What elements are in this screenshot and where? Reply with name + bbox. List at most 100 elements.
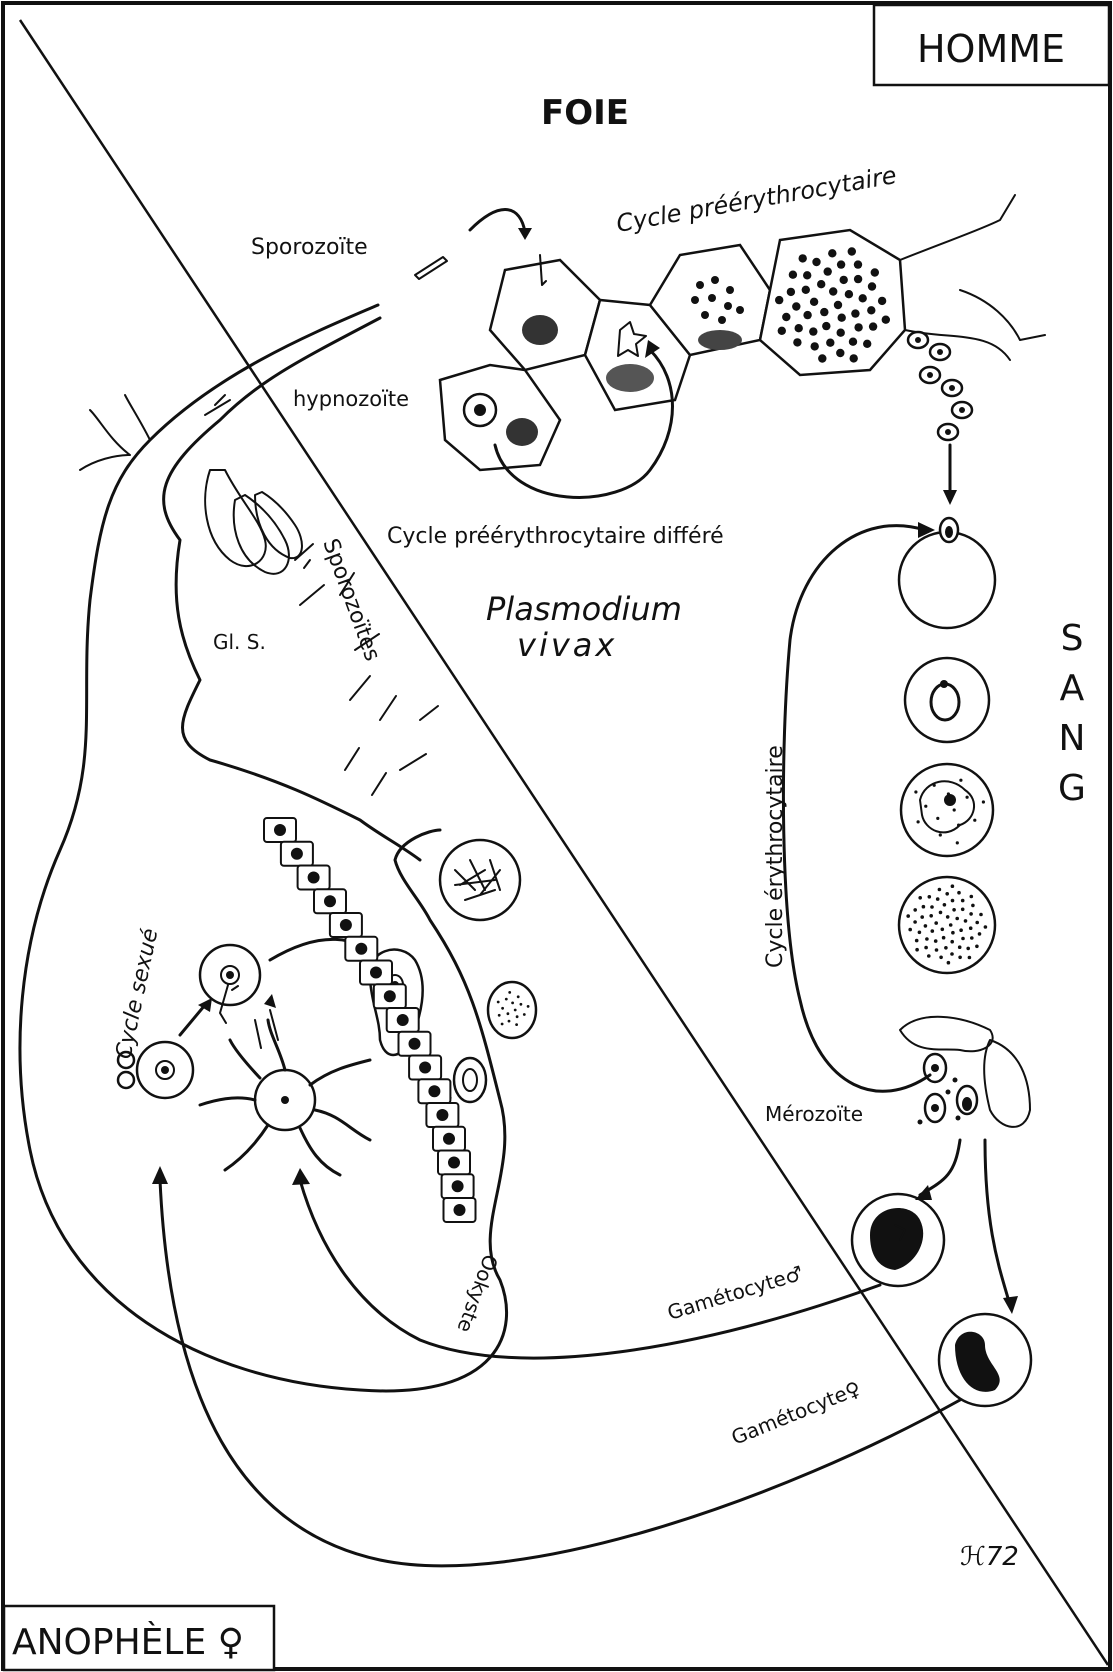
parasite-dot [950, 940, 954, 944]
sexual-cycle-stages [118, 939, 452, 1175]
parasite-dot [818, 354, 826, 362]
epithelial-nucleus [448, 1157, 460, 1169]
parasite-dot [917, 820, 920, 823]
parasite-dot [920, 915, 924, 919]
parasite-dot [799, 254, 807, 262]
parasite-dot [867, 306, 875, 314]
epithelial-nucleus [340, 919, 352, 931]
parasite-dot [803, 271, 811, 279]
epithelial-nucleus [397, 1014, 409, 1026]
parasite-dot [527, 1005, 530, 1008]
parasite-dot [934, 939, 938, 943]
arrow-to-male-gametocyte [920, 1140, 960, 1195]
parasite-dot [958, 945, 962, 949]
hepatocyte-1-nucleus [522, 315, 558, 345]
parasite-dot [793, 338, 801, 346]
rbc-trophozoite [901, 764, 993, 856]
parasite-dot [845, 290, 853, 298]
parasite-dot [822, 322, 830, 330]
parasite-dot [922, 905, 926, 909]
epithelial-nucleus [428, 1085, 440, 1097]
artist-signature: ℋ72 [960, 1542, 1019, 1572]
salivary-gland-label: Gl. S. [213, 630, 266, 654]
parasite-dot [854, 323, 862, 331]
parasite-dot [966, 947, 970, 951]
parasite-dot [848, 247, 856, 255]
parasite-dot [837, 329, 845, 337]
parasite-dot [789, 271, 797, 279]
parasite-dot [787, 288, 795, 296]
parasite-dot [520, 1003, 523, 1006]
parasite-dot [913, 920, 917, 924]
blood-stage-cells [852, 518, 1031, 1406]
parasite-dot [918, 896, 922, 900]
parasite-dot [849, 338, 857, 346]
parasite-dot [939, 833, 942, 836]
parasite-dot [958, 956, 962, 960]
parasite-dot [970, 895, 974, 899]
parasite-dot [924, 805, 927, 808]
parasite-dot [511, 1002, 514, 1005]
parasite-dot [956, 841, 959, 844]
epithelial-nucleus [452, 1180, 464, 1192]
gametocyte-female-label: Gamétocyte♀ [728, 1376, 864, 1450]
sexual-cycle-label: Cycle sexué [111, 926, 163, 1061]
epithelial-nucleus [291, 848, 303, 860]
parasite-dot [505, 998, 508, 1001]
epithelial-nucleus [274, 824, 286, 836]
epithelial-nucleus [355, 943, 367, 955]
sang-letter-g: G [1058, 768, 1086, 809]
parasite-dot [829, 287, 837, 295]
parasite-dot [946, 915, 950, 919]
parasite-dot [834, 301, 842, 309]
parasite-dot [782, 313, 790, 321]
parasite-dot [837, 260, 845, 268]
parasite-dot [882, 316, 890, 324]
parasite-dot [792, 302, 800, 310]
parasite-dot [979, 913, 983, 917]
hypnozoite-label: hypnozoïte [293, 387, 409, 411]
parasite-dot [953, 808, 956, 811]
exflagellating-microgametocyte [200, 1020, 370, 1175]
parasite-dot [975, 921, 979, 925]
parasite-dot [938, 888, 942, 892]
parasite-dot [961, 937, 965, 941]
parasite-dot [931, 929, 935, 933]
parasite-dot [971, 904, 975, 908]
rbc-invaded [899, 532, 995, 628]
parasite-dot [868, 282, 876, 290]
anophele-label: ANOPHÈLE ♀ [12, 1621, 244, 1663]
parasite-dot [933, 784, 936, 787]
parasite-dot [514, 1009, 517, 1012]
parasite-dot [964, 919, 968, 923]
parasite-dot [508, 991, 511, 994]
delayed-preerythro-cycle-label: Cycle préérythrocytaire différé [387, 524, 724, 549]
liver-merozoites [908, 332, 972, 440]
sang-letter-n: N [1059, 718, 1086, 759]
parasite-dot [927, 954, 931, 958]
parasite-dot [508, 1020, 511, 1023]
rbc-schizont [899, 877, 995, 973]
mosquito-sporozoites [295, 544, 438, 795]
parasite-dot [949, 923, 953, 927]
parasite-dot [795, 324, 803, 332]
parasite-dot [947, 961, 951, 965]
parasite-dot [824, 267, 832, 275]
parasite-dot [941, 928, 945, 932]
parasite-dot [928, 895, 932, 899]
parasite-dot [961, 899, 965, 903]
plasmodium-label: Plasmodium [486, 590, 682, 628]
parasite-dot [969, 912, 973, 916]
parasite-dot [939, 911, 943, 915]
parasite-dot [961, 908, 965, 912]
parasite-dot [947, 792, 950, 795]
sang-letter-s: S [1061, 618, 1084, 659]
epithelial-nucleus [454, 1204, 466, 1216]
parasite-dot [809, 327, 817, 335]
parasite-dot [915, 939, 919, 943]
vivax-label: vivax [517, 626, 617, 664]
parasite-dot [935, 948, 939, 952]
sang-label: S A N G [1058, 618, 1086, 809]
parasite-dot [952, 908, 956, 912]
rbc-ring [905, 658, 989, 742]
